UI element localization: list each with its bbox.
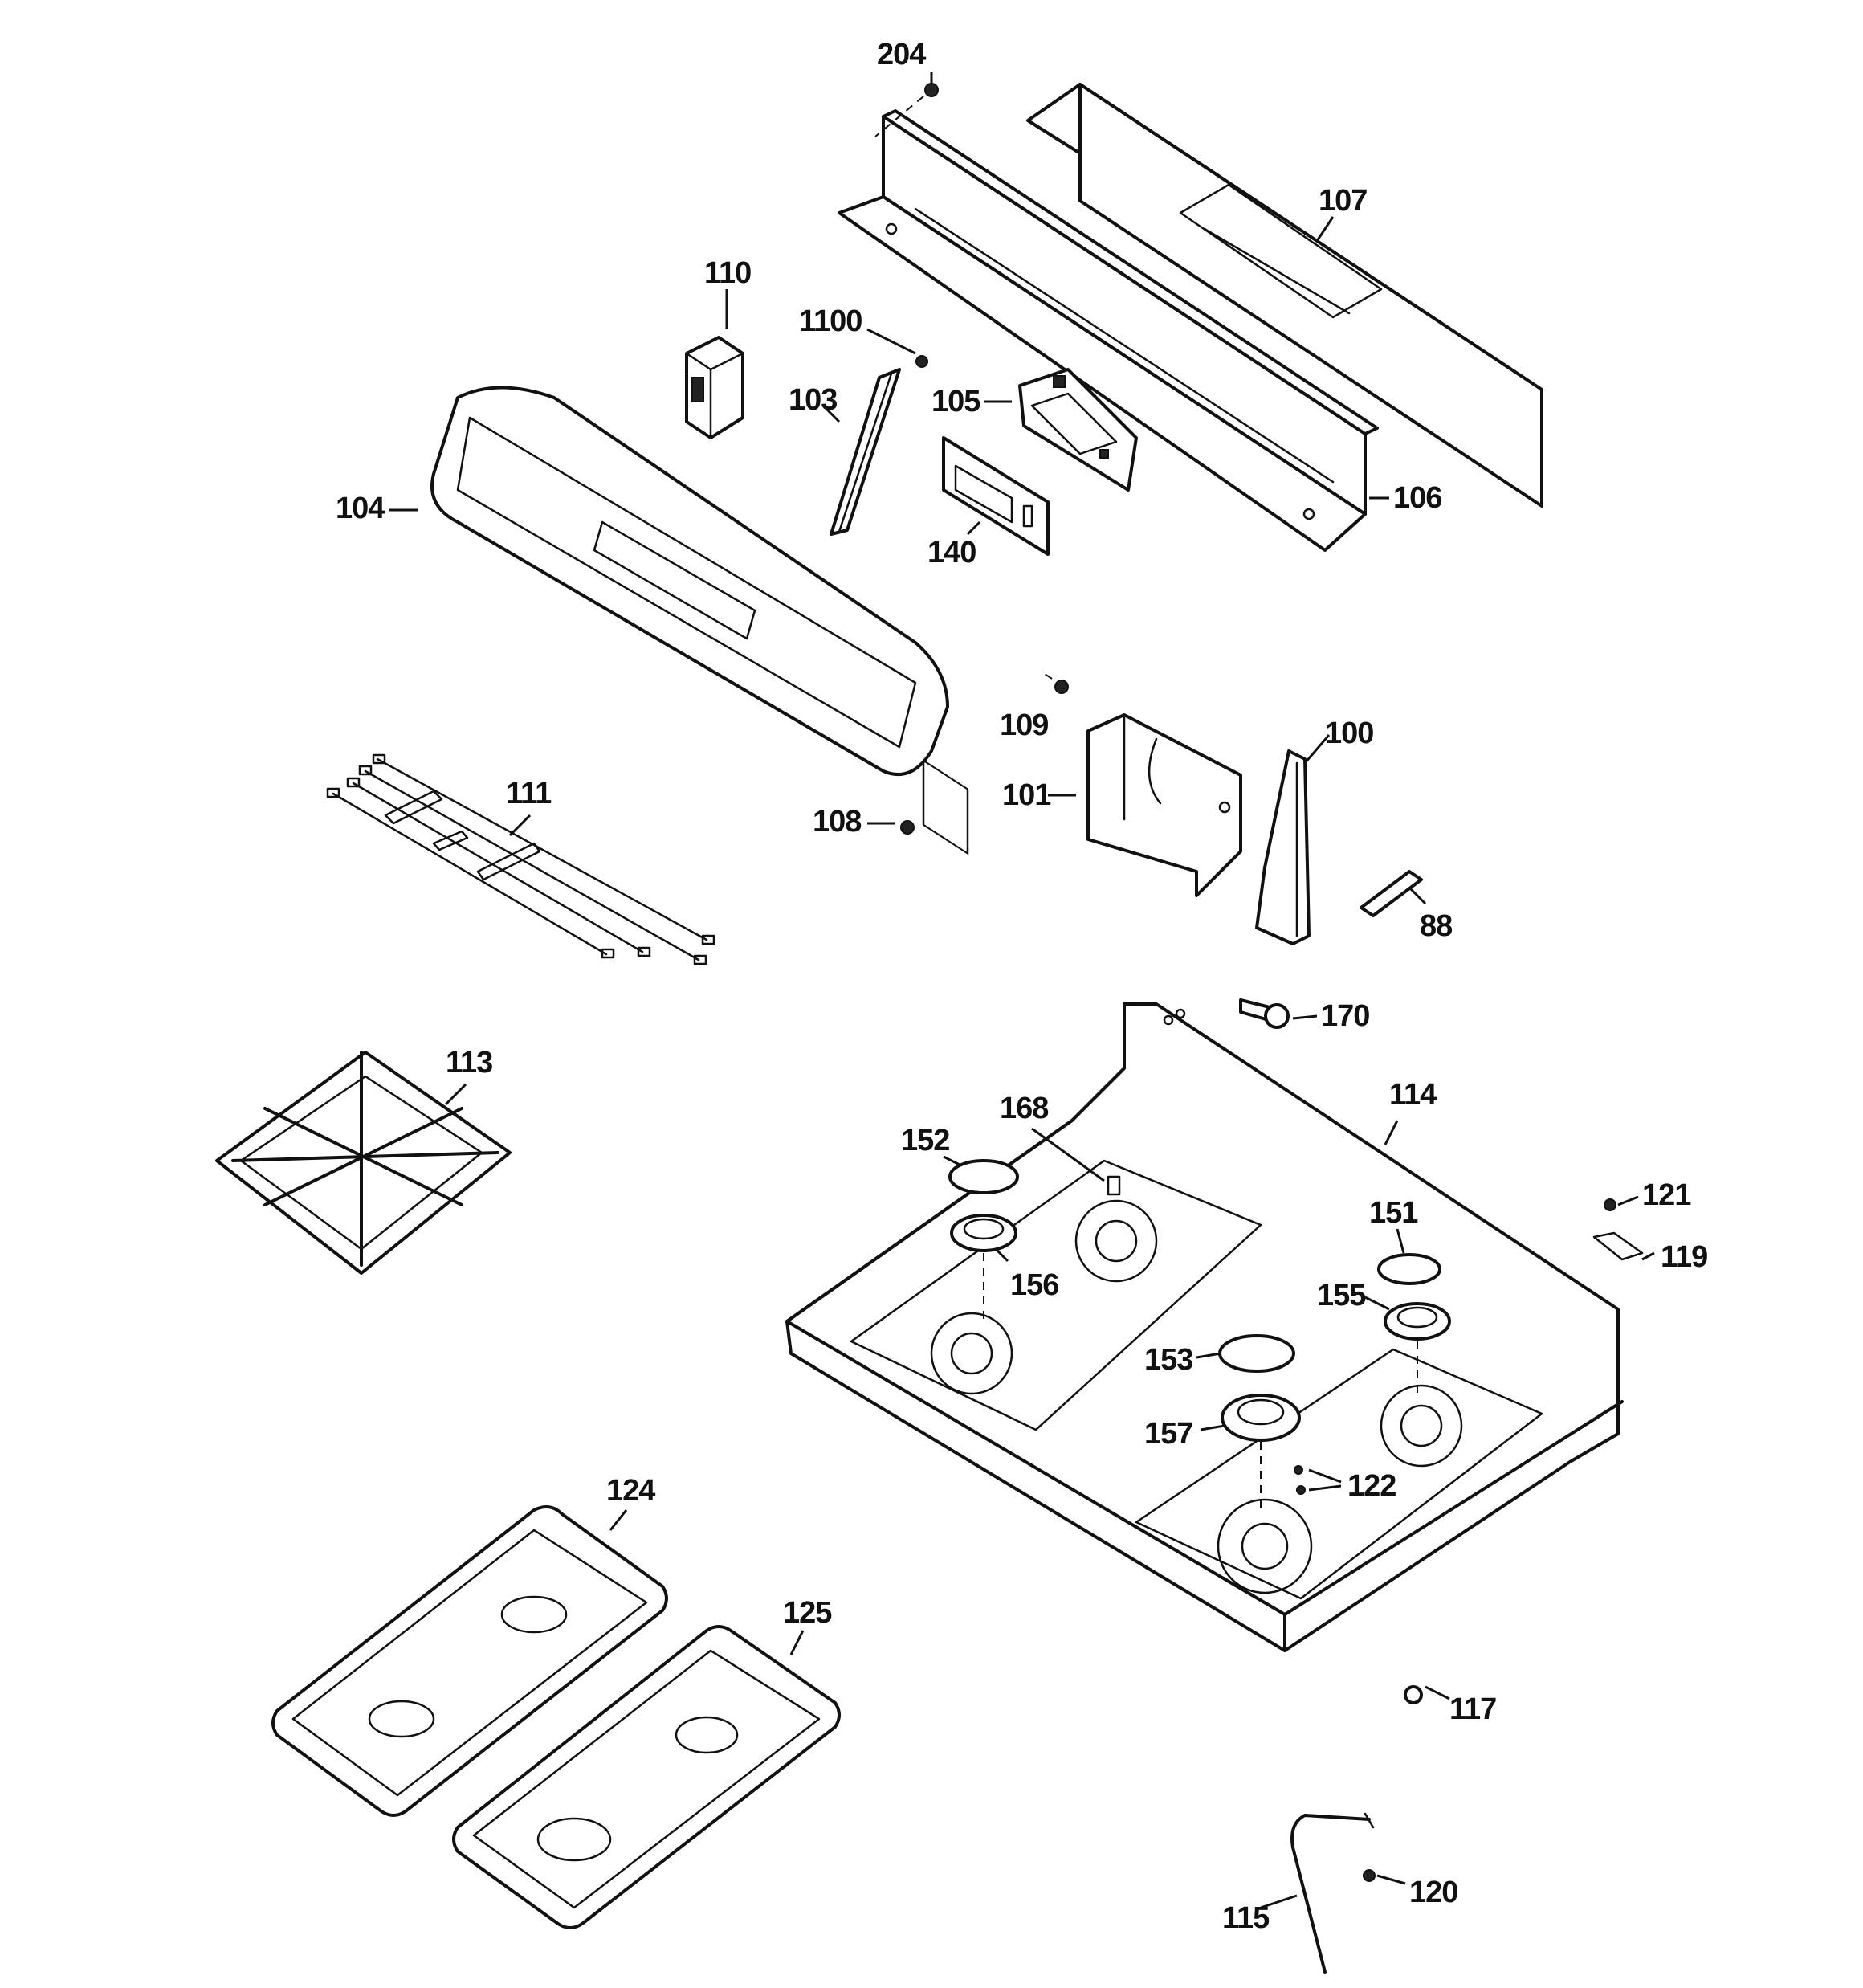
- callout-152: 152: [901, 1124, 949, 1157]
- leader-lines: [389, 72, 1655, 1909]
- part-124-drip-pan: [271, 1505, 668, 1817]
- part-119-bracket: [1592, 1231, 1644, 1261]
- callout-156: 156: [1010, 1268, 1058, 1302]
- part-107-vent-trim: [1026, 83, 1543, 508]
- part-108-screw: [900, 820, 915, 835]
- callout-121: 121: [1642, 1178, 1691, 1212]
- part-122-screws: [1294, 1465, 1306, 1495]
- callout-124: 124: [606, 1474, 655, 1508]
- part-106-backguard: [838, 109, 1379, 855]
- callout-105: 105: [932, 385, 980, 418]
- callout-119: 119: [1661, 1240, 1707, 1274]
- callout-107: 107: [1319, 184, 1367, 218]
- part-110-relay: [685, 336, 744, 439]
- callout-157: 157: [1144, 1417, 1192, 1451]
- callout-151: 151: [1369, 1196, 1418, 1230]
- callout-101: 101: [1002, 778, 1051, 812]
- callout-110: 110: [704, 256, 751, 290]
- callout-170: 170: [1321, 999, 1369, 1033]
- part-125-drip-pan: [452, 1625, 841, 1929]
- part-104-backguard-panel: [430, 386, 949, 776]
- callout-1100: 1100: [799, 304, 862, 338]
- callout-120: 120: [1409, 1876, 1457, 1909]
- part-100-side-bracket: [1255, 749, 1311, 945]
- part-101-bracket-box: [1086, 713, 1242, 897]
- part-170-bolt: [1239, 998, 1290, 1029]
- callout-108: 108: [813, 805, 861, 839]
- callout-106: 106: [1393, 481, 1441, 515]
- callout-153: 153: [1144, 1343, 1192, 1377]
- part-113-grate: [215, 1051, 512, 1275]
- callout-122: 122: [1347, 1469, 1396, 1503]
- part-153-burner-cap: [1218, 1334, 1295, 1373]
- part-111-wire-harness: [326, 753, 715, 965]
- part-114-cooktop: [785, 1002, 1624, 1652]
- part-157-burner-head: [1221, 1394, 1301, 1510]
- part-88-clip: [1360, 870, 1423, 917]
- callout-109: 109: [1000, 708, 1048, 742]
- part-120-screw: [1363, 1869, 1376, 1882]
- callout-111: 111: [506, 777, 552, 810]
- callout-104: 104: [336, 492, 385, 525]
- part-155-burner-head: [1384, 1302, 1451, 1398]
- part-115-rod: [1290, 1812, 1375, 1974]
- part-121-screw: [1604, 1198, 1616, 1211]
- callout-88: 88: [1420, 909, 1452, 943]
- callout-115: 115: [1222, 1901, 1270, 1935]
- part-151-burner-cap: [1377, 1253, 1441, 1285]
- callout-113: 113: [446, 1046, 492, 1080]
- callout-117: 117: [1449, 1692, 1496, 1726]
- part-1100-screw: [915, 355, 928, 368]
- part-140-faceplate: [942, 436, 1050, 556]
- part-109-screw: [1039, 670, 1069, 694]
- callout-140: 140: [927, 536, 976, 569]
- part-105-control: [1018, 368, 1138, 492]
- callout-100: 100: [1325, 716, 1373, 750]
- part-152-burner-cap: [948, 1159, 1019, 1194]
- callout-114: 114: [1389, 1078, 1437, 1112]
- part-168-electrode: [1107, 1175, 1121, 1196]
- part-156-burner-head: [950, 1214, 1017, 1325]
- callout-labels: 204 107 110 1100 103 105 104 106 140 109…: [336, 38, 1708, 1935]
- part-103-bracket: [830, 368, 901, 536]
- part-117-nut: [1404, 1685, 1423, 1704]
- callout-204: 204: [877, 38, 926, 71]
- callout-168: 168: [1000, 1092, 1048, 1125]
- callout-103: 103: [789, 383, 837, 417]
- callout-155: 155: [1317, 1279, 1366, 1312]
- callout-125: 125: [783, 1596, 832, 1630]
